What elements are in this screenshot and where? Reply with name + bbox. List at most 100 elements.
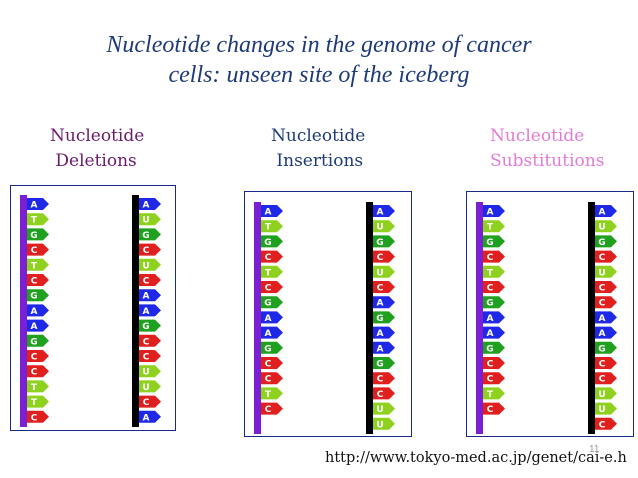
base-letter: A <box>143 201 150 211</box>
base-tag-shape <box>27 258 49 271</box>
base-tag-shape <box>261 387 283 400</box>
source-url[interactable]: http://www.tokyo-med.ac.jp/genet/cai-e.h <box>325 450 627 466</box>
base-letter: T <box>265 390 272 400</box>
base-tag-shape <box>483 250 505 263</box>
base-letter: C <box>487 405 494 415</box>
base-letter: C <box>599 360 606 370</box>
deletions-left-base-8: A <box>27 319 49 332</box>
deletions-left-base-4: T <box>27 258 49 271</box>
insertions-left-base-12: T <box>261 387 283 400</box>
base-tag-shape <box>373 281 395 293</box>
base-letter: U <box>376 405 383 415</box>
base-tag-shape <box>27 243 49 256</box>
heading-deletions: Nucleotide Deletions <box>50 124 144 174</box>
insertions-left-base-1: T <box>261 220 283 233</box>
deletions-right-base-2: G <box>139 228 161 241</box>
base-tag-shape <box>595 357 617 369</box>
insertions-right-base-0: A <box>373 205 395 218</box>
insertions-right-base-10: G <box>373 357 395 370</box>
base-letter: C <box>31 413 38 423</box>
base-tag-shape <box>27 334 49 347</box>
base-tag-shape <box>373 341 395 354</box>
substitutions-right-base-12: U <box>595 387 617 400</box>
base-letter: C <box>487 284 494 294</box>
base-letter: A <box>31 307 38 317</box>
base-tag-shape <box>139 410 161 423</box>
base-tag-shape <box>595 281 617 293</box>
insertions-right-base-9: A <box>373 341 395 354</box>
base-letter: U <box>376 420 383 430</box>
base-letter: T <box>487 390 494 400</box>
base-tag-shape <box>139 304 161 317</box>
base-letter: U <box>598 268 605 278</box>
deletions-right-base-6: A <box>139 289 161 302</box>
base-tag-shape <box>261 235 283 248</box>
base-letter: G <box>486 299 493 309</box>
base-letter: A <box>599 314 606 324</box>
base-letter: U <box>376 268 383 278</box>
base-tag-shape <box>595 387 617 400</box>
heading-substitutions-line-1: Nucleotide <box>490 126 585 146</box>
base-tag-shape <box>373 235 395 248</box>
base-tag-shape <box>595 250 617 263</box>
base-letter: A <box>487 314 494 324</box>
base-tag-shape <box>595 311 617 324</box>
base-tag-shape <box>483 326 505 339</box>
insertions-right-base-3: C <box>373 250 395 263</box>
deletions-right-base-11: U <box>139 365 161 378</box>
base-tag-shape <box>595 235 617 248</box>
substitutions-left-base-12: T <box>483 387 505 400</box>
base-tag-shape <box>139 228 161 241</box>
deletions-right-base-1: U <box>139 213 161 226</box>
substitutions-right-base-9: G <box>595 341 617 354</box>
base-tag-shape <box>373 296 395 309</box>
insertions-left-base-7: A <box>261 311 283 324</box>
deletions-right-base-3: C <box>139 243 161 256</box>
insertions-left-base-2: G <box>261 235 283 248</box>
base-letter: C <box>143 353 150 363</box>
base-tag-shape <box>595 296 617 309</box>
base-tag-shape <box>139 258 161 271</box>
base-tag-shape <box>373 326 395 339</box>
deletions-right-base-9: C <box>139 334 161 347</box>
base-letter: G <box>142 322 149 332</box>
base-tag-shape <box>261 296 283 309</box>
deletions-left-base-5: C <box>27 274 49 287</box>
base-tag-shape <box>139 243 161 256</box>
heading-insertions: Nucleotide Insertions <box>271 124 365 174</box>
substitutions-left-base-0: A <box>483 205 505 218</box>
deletions-right-backbone <box>132 195 139 427</box>
base-tag-shape <box>27 213 49 226</box>
base-letter: C <box>265 405 272 415</box>
base-tag-shape <box>483 357 505 369</box>
base-letter: C <box>143 246 150 256</box>
base-tag-shape <box>373 311 395 324</box>
base-letter: A <box>599 329 606 339</box>
base-tag-shape <box>139 334 161 347</box>
base-letter: G <box>376 314 383 324</box>
deletions-left-base-12: T <box>27 380 49 393</box>
insertions-right-backbone <box>366 202 373 434</box>
base-tag-shape <box>483 235 505 248</box>
base-letter: C <box>31 353 38 363</box>
base-tag-shape <box>261 311 283 324</box>
substitutions-right-base-2: G <box>595 235 617 248</box>
insertions-left-base-5: C <box>261 281 283 294</box>
substitutions-left-backbone <box>476 202 483 434</box>
base-letter: T <box>31 383 38 393</box>
substitutions-right-base-11: C <box>595 372 617 385</box>
substitutions-left-base-5: C <box>483 281 505 294</box>
base-letter: C <box>265 253 272 263</box>
deletions-left-base-2: G <box>27 228 49 241</box>
base-tag-shape <box>261 402 283 415</box>
base-letter: U <box>376 223 383 233</box>
base-letter: C <box>265 284 272 294</box>
base-tag-shape <box>373 372 395 385</box>
base-letter: U <box>142 216 149 226</box>
deletions-right-base-4: U <box>139 258 161 271</box>
base-letter: G <box>264 299 271 309</box>
base-tag-shape <box>27 319 49 332</box>
deletions-left-base-1: T <box>27 213 49 226</box>
